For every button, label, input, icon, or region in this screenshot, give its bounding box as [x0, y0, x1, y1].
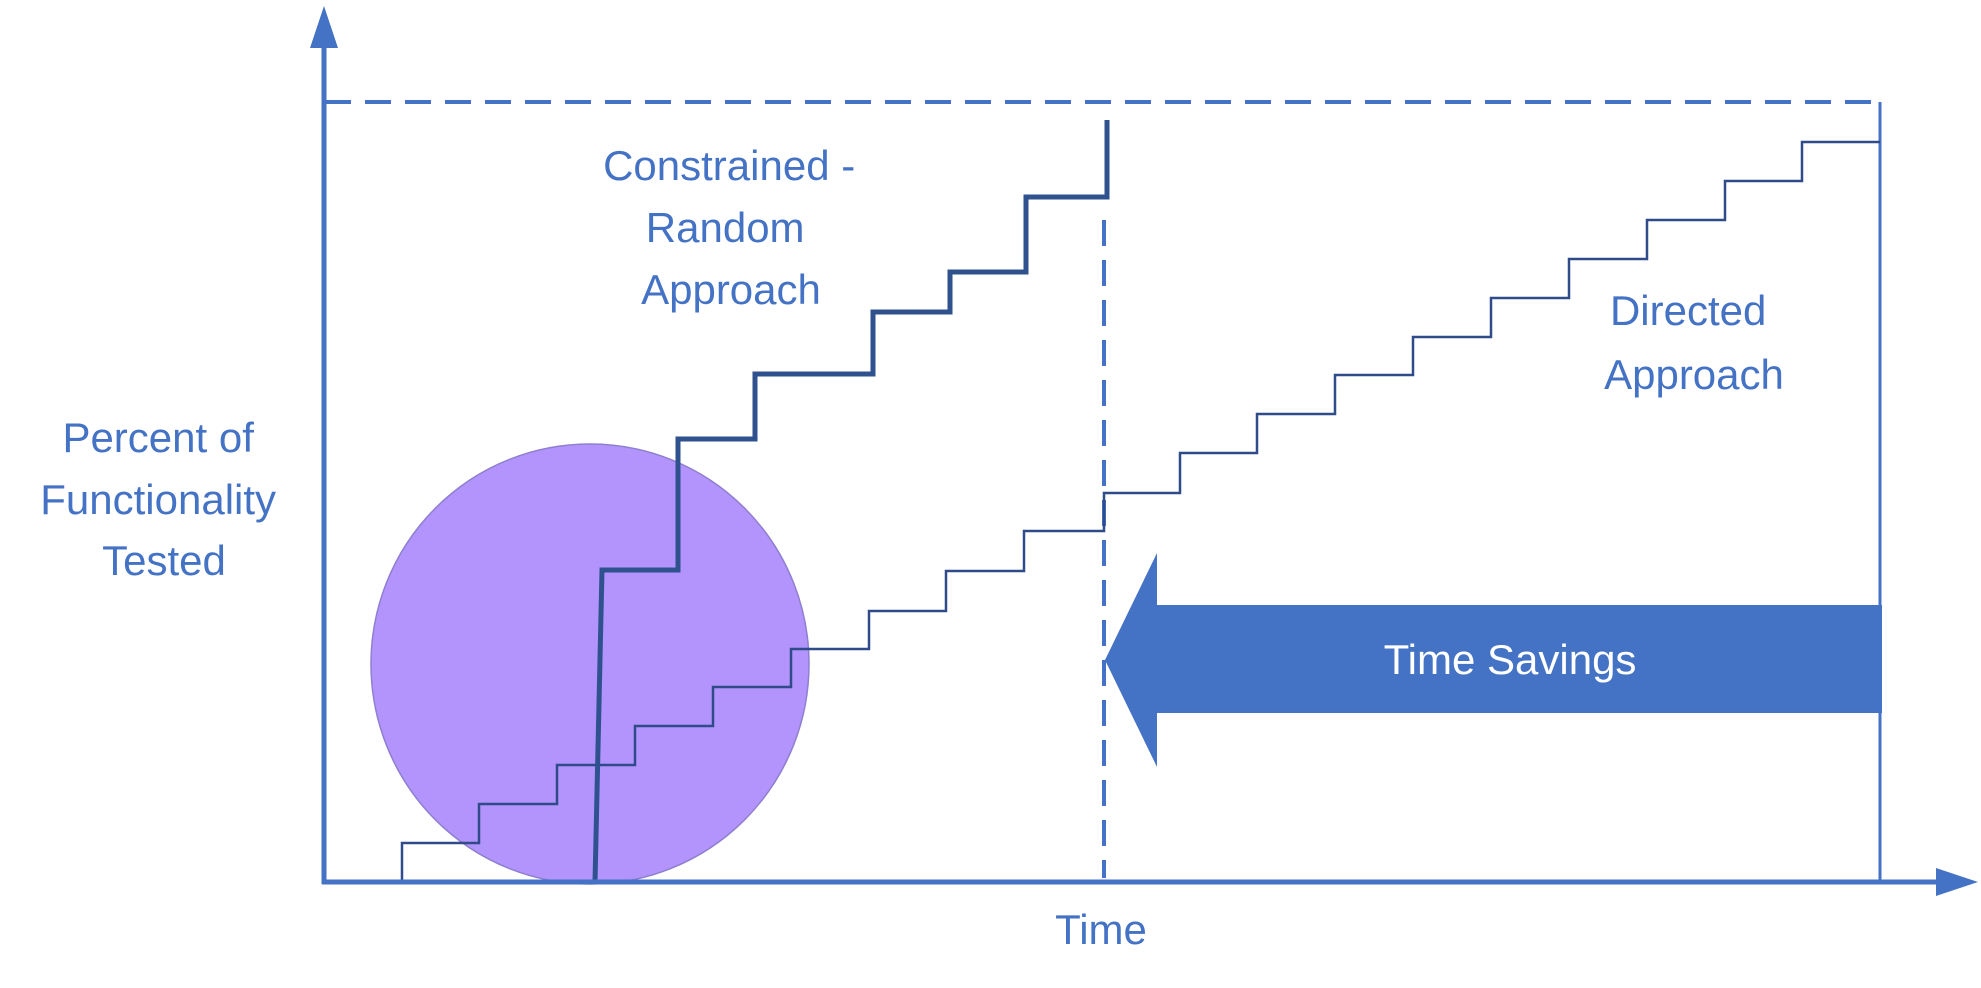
- constrained-random-label-line-2: Random: [646, 204, 805, 251]
- constrained-random-label-line-1: Constrained -: [603, 142, 855, 189]
- highlight-circle: [370, 443, 810, 885]
- x-axis-arrowhead: [1936, 868, 1978, 896]
- y-axis-label: Percent of Functionality Tested: [40, 414, 287, 584]
- y-axis-label-line-1: Percent of: [62, 414, 254, 461]
- directed-approach-line: [400, 140, 1880, 882]
- y-axis-arrowhead: [310, 6, 338, 48]
- directed-approach-label: Directed Approach: [1604, 287, 1784, 398]
- directed-approach-label-line-1: Directed: [1610, 287, 1766, 334]
- time-savings-label: Time Savings: [1384, 636, 1637, 683]
- constrained-random-label-line-3: Approach: [641, 266, 821, 313]
- y-axis-label-line-2: Functionality: [40, 476, 276, 523]
- y-axis-label-line-3: Tested: [102, 537, 226, 584]
- x-axis-label: Time: [1055, 906, 1147, 953]
- directed-approach-label-line-2: Approach: [1604, 351, 1784, 398]
- constrained-random-line: [592, 120, 1110, 883]
- constrained-random-label: Constrained - Random Approach: [603, 142, 867, 313]
- time-savings-arrow: [1105, 553, 1882, 767]
